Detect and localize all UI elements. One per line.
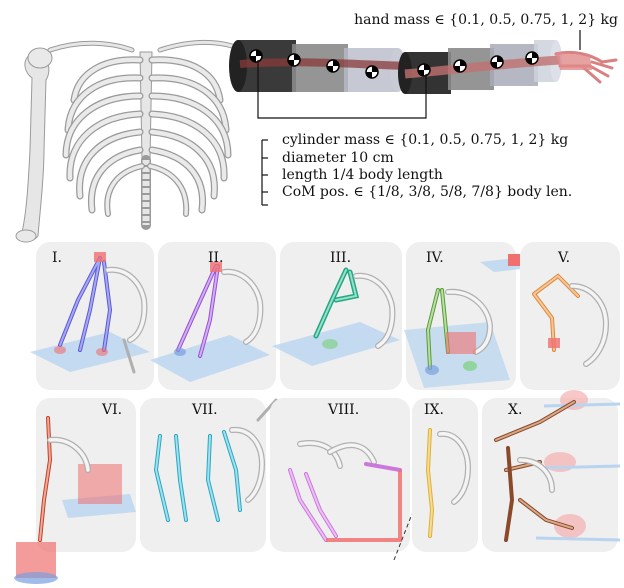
com-position-annotation: CoM pos. ∈ {1/8, 3/8, 5/8, 7/8} body len… [282, 184, 572, 200]
panel-2: II. [150, 242, 276, 390]
panel-label: VII. [191, 402, 218, 418]
panel-label: VI. [101, 402, 122, 418]
panel-8: VIII. [270, 398, 412, 560]
cylinder-arm-model: hand mass ∈ {0.1, 0.5, 0.75, 1, 2} kg cy… [229, 12, 618, 205]
panel-label: III. [330, 250, 351, 266]
hand-mass-annotation: hand mass ∈ {0.1, 0.5, 0.75, 1, 2} kg [354, 12, 618, 28]
panel-label: IX. [424, 402, 444, 418]
panel-1: I. [30, 242, 154, 390]
torso-skeleton-illustration [16, 43, 232, 242]
panel-10: X. [482, 390, 620, 552]
panel-label: IV. [426, 250, 444, 266]
panel-3: III. [272, 242, 402, 390]
panel-6: VI. [14, 398, 136, 584]
cylinder-mass-annotation: cylinder mass ∈ {0.1, 0.5, 0.75, 1, 2} k… [282, 132, 568, 148]
panel-4: IV. [404, 242, 530, 390]
humerus-bone [22, 52, 49, 240]
panel-label: X. [508, 402, 522, 418]
panel-9: IX. [412, 398, 478, 552]
length-annotation: length 1/4 body length [282, 167, 443, 183]
panel-label: VIII. [327, 402, 359, 418]
panel-5: V. [520, 242, 620, 390]
diameter-annotation: diameter 10 cm [282, 150, 394, 166]
panel-7: VII. [140, 398, 276, 552]
pose-panels: I. II. [14, 242, 620, 584]
upper-arm-cylinders [229, 40, 408, 92]
panel-label: I. [52, 250, 62, 266]
panel-label: V. [557, 250, 570, 266]
